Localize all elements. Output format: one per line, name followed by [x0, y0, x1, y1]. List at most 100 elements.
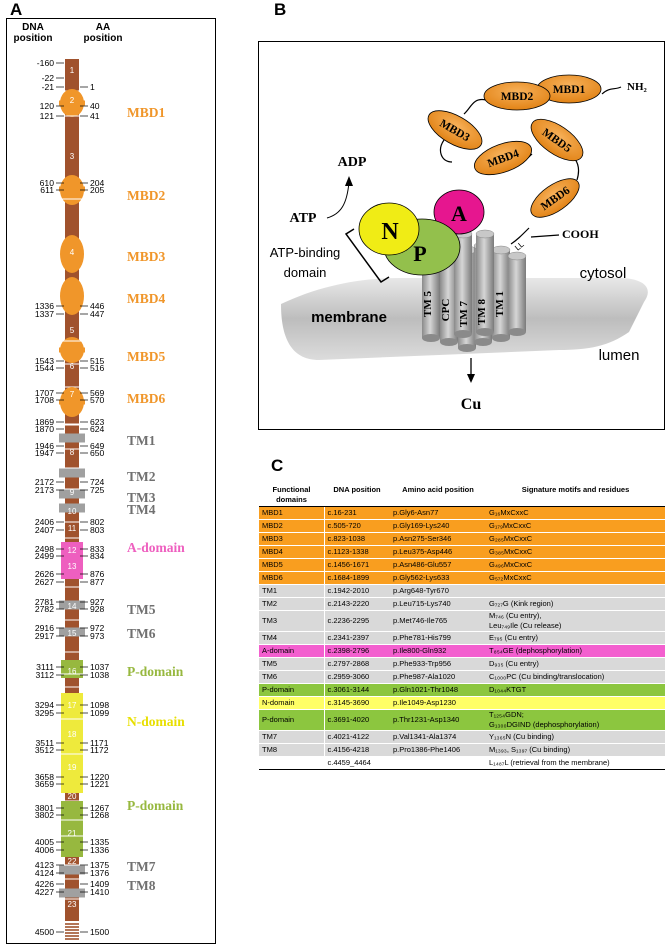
tm-helix-bottom [476, 328, 494, 336]
domain-label-mbd6: MBD6 [127, 391, 165, 406]
exon-number: 22 [68, 857, 77, 866]
tm-label: CPC [440, 299, 452, 322]
motif-cell: G₅₇₂MxCxxC [486, 571, 665, 585]
amino-acid-cell: p.Gln1021-Thr1048 [390, 683, 486, 697]
amino-acid-cell: p.Leu715-Lys740 [390, 597, 486, 611]
motif-cell: M₇₄₆ (Cu entry),Leu₇₄₉Ile (Cu release) [486, 610, 665, 632]
aa-position-label: 515 [90, 356, 105, 366]
aa-position-label: 447 [90, 309, 105, 319]
amino-acid-cell: p.Phe987-Ala1020 [390, 670, 486, 684]
dna-position-label: 2499 [35, 551, 54, 561]
motif-line: M₇₄₆ (Cu entry), [489, 611, 542, 620]
aa-position-label: 725 [90, 485, 105, 495]
tm-label: TM 7 [458, 301, 470, 327]
motif-cell: G₄₉₆MxCxxC [486, 558, 665, 572]
dna-position-cell: c.2959-3060 [324, 670, 390, 684]
domain-cell: TM3 [259, 610, 325, 632]
dna-position-label: 2407 [35, 525, 54, 535]
motif-cell: D₁₀₄₄KTGT [486, 683, 665, 697]
amino-acid-cell: p.Val1341-Ala1374 [390, 730, 486, 744]
atp-adp-arrow [326, 181, 350, 219]
amino-acid-cell: p.Phe781-His799 [390, 631, 486, 645]
aa-position-label: 1172 [90, 745, 109, 755]
amino-acid-cell: p.Thr1231-Asp1340 [390, 709, 486, 731]
header-dna-position: DNA position [324, 484, 390, 507]
domain-cell: MBD4 [259, 545, 325, 559]
aa-position-label: 1336 [90, 845, 109, 855]
adp-label: ADP [338, 155, 367, 170]
tm-label: TM 8 [476, 299, 488, 325]
header-signature-motifs: Signature motifs and residues [486, 484, 665, 507]
aa-position-label: 1268 [90, 810, 109, 820]
aa-position-label: 973 [90, 631, 105, 641]
dna-position-cell: c.4156-4218 [324, 743, 390, 757]
mbd5-band [59, 347, 85, 353]
domain-table: Functional domains DNA position Amino ac… [259, 484, 665, 770]
aa-position-label: 204 [90, 178, 105, 188]
aa-position-label: 1221 [90, 779, 109, 789]
domain-cell: TM4 [259, 631, 325, 645]
dna-position-label: 3295 [35, 708, 54, 718]
amino-acid-cell: p.Gly6-Asn77 [390, 506, 486, 520]
dna-position-cell: c.1942-2010 [324, 584, 390, 598]
aa-position-label: 1500 [90, 927, 109, 937]
domain-cell: MBD2 [259, 519, 325, 533]
amino-acid-cell: p.Gly169-Lys240 [390, 519, 486, 533]
domain-cell: MBD1 [259, 506, 325, 520]
dna-position-label: 1708 [35, 395, 54, 405]
motif-cell: Y₁₃₆₅N (Cu binding) [486, 730, 665, 744]
dna-position-header: DNA position [13, 22, 53, 44]
dna-position-label: 2173 [35, 485, 54, 495]
exon-number: 1 [70, 66, 75, 75]
mbd4-shape [474, 140, 532, 176]
domain-cell: P-domain [259, 683, 325, 697]
domain-cell: TM1 [259, 584, 325, 598]
a-domain-region [61, 542, 83, 579]
aa-position-label: 649 [90, 441, 105, 451]
exon-number: 13 [68, 562, 77, 571]
dna-position-label: 2498 [35, 544, 54, 554]
aa-position-label: 1038 [90, 670, 109, 680]
tm1-band [59, 433, 85, 443]
dna-position-cell: c.3691-4020 [324, 709, 390, 731]
dna-position-cell: c.3061-3144 [324, 683, 390, 697]
domain-cell [259, 756, 325, 770]
aa-position-label: 570 [90, 395, 105, 405]
domain-cell: MBD5 [259, 558, 325, 572]
aa-position-label: 1409 [90, 879, 109, 889]
exon-number: 23 [68, 900, 77, 909]
panel-label-a: A [10, 0, 23, 19]
aa-position-label: 972 [90, 623, 105, 633]
mbd6-shape [530, 178, 580, 218]
tm-helix-top [475, 229, 495, 239]
exon-number: 6 [70, 362, 75, 371]
dna-position-label: 3111 [36, 662, 54, 672]
amino-acid-cell: p.Met746-Ile765 [390, 610, 486, 632]
aa-position-label: 569 [90, 388, 105, 398]
dna-position-label: 2172 [35, 477, 54, 487]
aa-position-label: 928 [90, 604, 105, 614]
dna-position-label: 2781 [35, 597, 54, 607]
dna-position-cell: c.4459_4464 [324, 756, 390, 770]
tm-helix-bottom [422, 334, 440, 342]
dna-position-cell: c.1456-1671 [324, 558, 390, 572]
tm-helix-cylinder [454, 234, 472, 334]
dna-position-label: 1707 [35, 388, 54, 398]
aa-position-label: 624 [90, 424, 105, 434]
dna-position-label: 4005 [35, 837, 54, 847]
dna-position-label: 2916 [35, 623, 54, 633]
dna-position-label: 4500 [35, 927, 54, 937]
dna-position-label: 4124 [35, 868, 54, 878]
dna-position-cell: c.505-720 [324, 519, 390, 533]
exon-number: 17 [68, 701, 77, 710]
exon-number: 9 [70, 488, 75, 497]
